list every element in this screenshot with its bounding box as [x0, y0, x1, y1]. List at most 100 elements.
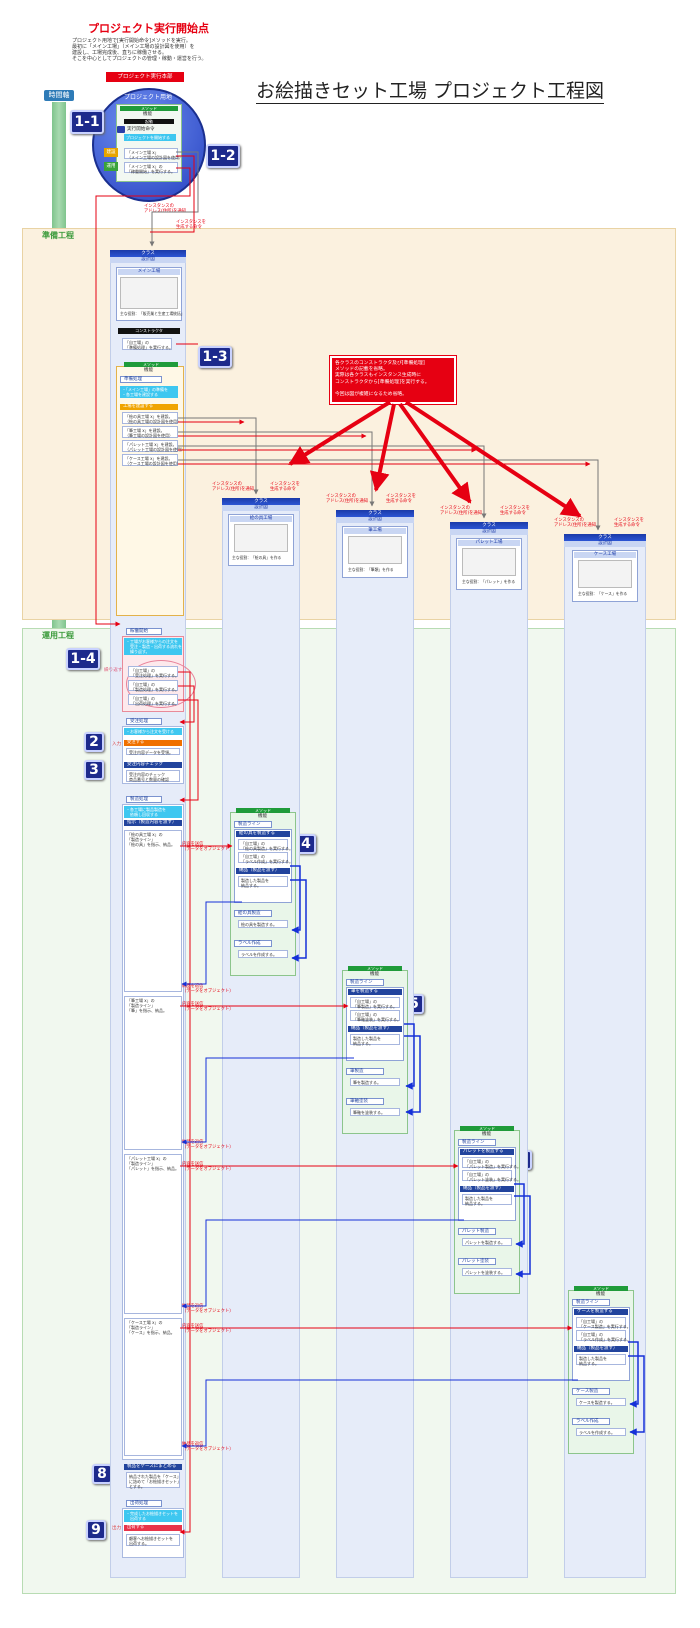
lane-case-sub: 設計図	[564, 541, 646, 547]
sub-func: 機能	[482, 1132, 492, 1137]
badge-1-2: 1-2	[206, 144, 240, 168]
ship-txt: 顧客へお絵描きセットを 出荷する。	[126, 1534, 180, 1546]
paint-factory-name: 絵の具工場	[230, 516, 292, 522]
brush-factory-desc: 主な役割：「筆類」を作る	[348, 567, 394, 572]
sub-deliver-txt: 製造した製品を 納品する。	[238, 876, 288, 888]
circle-method-bar: メソッド	[120, 106, 178, 111]
project-start-desc-3: 建設し、工場完成後、直ちに稼働させる。	[72, 50, 168, 56]
project-start-title: プロジェクト実行開始点	[88, 22, 209, 35]
sub-sub1-tab: 筆製造	[346, 1068, 384, 1075]
order-tab: 受注処理	[126, 718, 162, 725]
order-in-label: 入力	[112, 742, 122, 747]
lane-case-class: クラス	[564, 534, 646, 541]
sub-deliver-hdr: 納品（製品を渡す）	[574, 1346, 628, 1352]
sub-line-tab: 製造ライン	[572, 1299, 610, 1306]
sub-sub1-txt: ケースを製造する。	[576, 1398, 626, 1406]
sub-item-2: 「自工場」の 「ラベル作成」を実行する。	[238, 852, 293, 864]
sub-method-bar: メソッド	[574, 1286, 628, 1291]
mfg-req-2: 「筆工場 x」の 「製造ライン」 「筆」を指示、納品。	[124, 996, 182, 1150]
prep-line-4: 「ケース工場 x」を建設。 （ケース工場の設計図を使用）	[122, 454, 181, 466]
brush-factory-name: 筆工場	[344, 528, 406, 534]
sub-item-2: 「自工場」の 「パレット塗装」を実行する。	[462, 1170, 521, 1182]
palette-factory-desc: 主な役割：「パレット」を作る	[462, 579, 516, 584]
case-factory-desc: 主な役割：「ケース」を作る	[578, 591, 628, 596]
project-start-desc-4: そこを中心としてプロジェクトの管理・稼動・運営を行う。	[72, 56, 207, 62]
ret-lbl-1: 納品を返信 （データをオブジェクト）	[182, 984, 234, 995]
badge-1-4: 1-4	[66, 648, 100, 670]
sub-line-tab: 製造ライン	[458, 1139, 496, 1146]
sub-sub2-txt: ラベルを作成する。	[576, 1428, 626, 1436]
mfg-hdr: 指示（製造内容を渡す）	[124, 820, 182, 826]
line-tab: 稼働開始	[126, 628, 162, 635]
inst-gen-case: インスタンスを 生成する命令	[614, 518, 644, 529]
mfg-req-1: 「絵の具工場 x」の 「製造ライン」 「絵の具」を指示、納品。	[124, 830, 182, 992]
inst-addr-case: インスタンスの アドレス(住所)を通知	[554, 518, 597, 529]
sub-item-2: 「自工場」の 「筆軸塗装」を実行する。	[350, 1010, 401, 1022]
badge-2: 2	[84, 732, 104, 752]
constructor-note: 各クラスのコンストラクタ及び[準備処理] メソッドの記載を省略。 実際は各クラス…	[330, 356, 456, 404]
project-start-desc-1: プロジェクト用地で[実行開始命令]メソッドを実行。	[72, 38, 191, 44]
loop-circle	[126, 660, 196, 708]
inst-addr-brush: インスタンスの アドレス(住所)を通知	[326, 494, 369, 505]
ship-out-label: 出力	[112, 1526, 122, 1531]
main-factory-desc: 主な役割：「販売業と生産工場統括」	[120, 311, 185, 316]
sub-deliver-hdr: 納品（製品を渡す）	[460, 1186, 514, 1192]
sub-func: 機能	[258, 814, 268, 819]
inst-gen-brush: インスタンスを 生成する命令	[386, 494, 416, 505]
mfg-cyan: ・各工場に製品製造を 依頼し回収する	[124, 806, 182, 818]
badge-1-1: 1-1	[70, 110, 104, 134]
inst-gen-palette: インスタンスを 生成する命令	[500, 506, 530, 517]
sub-item-1: 「自工場」の 「絵の具製造」を実行する。	[238, 839, 293, 851]
lane-palette-sub: 設計図	[450, 529, 528, 535]
lane-main-sub: 設計図	[110, 257, 186, 263]
sub-item-2: 「自工場」の 「ラベル作成」を実行する。	[576, 1330, 631, 1342]
prep-method-bar: メソッド	[124, 362, 178, 367]
run-tag: 運用	[104, 162, 118, 171]
sub-method-bar: メソッド	[348, 966, 402, 971]
palette-factory-sketch	[462, 548, 516, 576]
check-txt: 受注内容のチェック 商品番号と数量の確認	[126, 770, 180, 782]
sub-deliver-txt: 製造した製品を 納品する。	[462, 1194, 512, 1206]
prep-tab: 準備処理	[120, 376, 162, 383]
pack-hdr: 製品をケースにまとめる	[124, 1464, 182, 1470]
brush-factory-sketch	[348, 536, 402, 564]
ship-cyan: ・完成したお絵描きセットを 出荷する	[124, 1510, 182, 1522]
sub-sub1-tab: 絵の具製造	[234, 910, 272, 917]
prep-line-2: 「筆工場 x」を建設。 （筆工場の設計図を使用）	[122, 426, 178, 438]
sub-line-tab: 製造ライン	[234, 821, 272, 828]
palette-factory-name: パレット工場	[458, 540, 520, 546]
sub-sub1-tab: パレット製造	[458, 1228, 496, 1235]
sub-sub2-tab: パレット塗装	[458, 1258, 496, 1265]
lane-brush-class: クラス	[336, 510, 414, 517]
lane-paint-class: クラス	[222, 498, 300, 505]
lane-palette-class: クラス	[450, 522, 528, 529]
project-site-title: プロジェクト用地	[124, 94, 173, 101]
main-factory-sketch	[120, 277, 178, 309]
ret-lbl-4: 納品を返信 （データをオブジェクト）	[182, 1442, 234, 1453]
lane-brush-sub: 設計図	[336, 517, 414, 523]
case-factory-sketch	[578, 560, 632, 588]
server-icon	[117, 126, 125, 133]
badge-1-3: 1-3	[198, 346, 232, 368]
sub-sub2-tab: ラベル作成	[234, 940, 272, 947]
lane-palette	[450, 522, 528, 1578]
prep-orange: 工場を建設する	[120, 404, 178, 410]
order-orange: 受注する	[124, 740, 182, 746]
case-factory-name: ケース工場	[574, 552, 636, 558]
inst-addr-palette: インスタンスの アドレス(住所)を通知	[440, 506, 483, 517]
sub-line-tab: 製造ライン	[346, 979, 384, 986]
sub-sub1-txt: 絵の具を製造する。	[238, 920, 288, 928]
line-cyan: ・工場がお客様からの注文を 受注・製造・出荷する流れを 繰り返す。	[124, 638, 182, 655]
sub-deliver-hdr: 納品（製品を渡す）	[348, 1026, 402, 1032]
order-txt: 受注内容データを受領。	[126, 748, 180, 755]
badge-3: 3	[84, 760, 104, 780]
sub-sub1-txt: 筆を製造する。	[350, 1078, 400, 1086]
line-item-1: 「自工場」の 「受注処理」を実行する。	[128, 666, 179, 678]
sub-line-hdr: 筆を製造する	[348, 989, 402, 995]
instance-gen-note-main: インスタンスを 生成する命令	[176, 220, 206, 231]
paint-factory-desc: 主な役割：「絵の具」を作る	[232, 555, 282, 560]
sub-line-hdr: パレットを製造する	[460, 1149, 514, 1155]
circle-project-start: プロジェクトを開始する	[124, 134, 176, 141]
sub-method-bar: メソッド	[236, 808, 290, 813]
